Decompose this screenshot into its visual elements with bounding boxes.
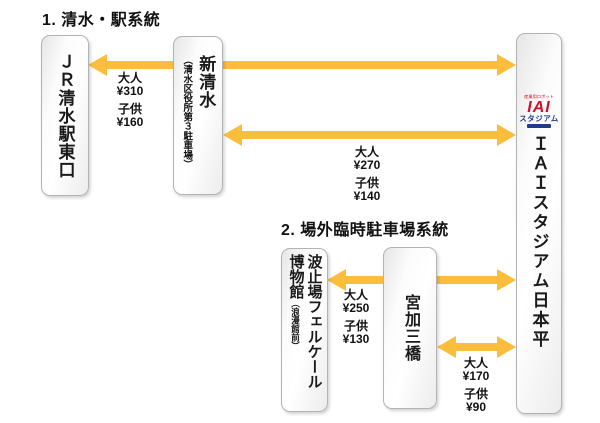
- stop-label: ＪＲ清水駅東口: [55, 52, 75, 179]
- route-arrow-miyakami-iai: [437, 336, 516, 358]
- fare-child-price: ¥130: [342, 332, 370, 346]
- fare-miyakami-iai: 大人 ¥170 子供 ¥90: [446, 357, 506, 414]
- right-arrowhead-icon: [497, 54, 516, 76]
- stop-iai-stadium: 産業用ロボット IAI スタジアム ＩＡＩスタジアム日本平: [516, 33, 562, 414]
- fare-adult-label: 大人: [463, 356, 488, 370]
- route-arrow-shinshimizu-iai: [223, 124, 516, 146]
- section2-title: 2. 場外臨時駐車場系統: [281, 222, 449, 239]
- fare-child-price: ¥140: [353, 189, 381, 203]
- right-arrowhead-icon: [497, 336, 516, 358]
- fare-child-label: 子供: [463, 387, 488, 401]
- stop-label: 宮加三橋: [402, 294, 419, 362]
- right-arrowhead-icon: [497, 124, 516, 146]
- fare-museum-miyakami: 大人 ¥250 子供 ¥130: [326, 289, 386, 346]
- stop-shin-shimizu: 新清水 （清水区役所第３駐車場）: [173, 36, 223, 195]
- arrow-shaft: [238, 131, 501, 139]
- stop-label: ＩＡＩスタジアム日本平: [529, 135, 549, 350]
- stop-verkehr-museum: 波止場フェルケール 博物館（浪漫館前）: [281, 248, 328, 412]
- stop-label-line1: 波止場フェルケール: [305, 254, 323, 389]
- section1-title: 1. 清水・駅系統: [42, 12, 161, 29]
- fare-child-label: 子供: [117, 102, 142, 116]
- route-arrow-jr-iai: [88, 54, 516, 76]
- logo-badge-bar: [527, 124, 551, 128]
- fare-adult-label: 大人: [343, 288, 368, 302]
- left-arrowhead-icon: [88, 54, 107, 76]
- arrow-shaft: [452, 343, 501, 351]
- stop-sublabel: （浪漫館前）: [290, 299, 301, 350]
- arrow-shaft: [103, 61, 501, 69]
- right-arrowhead-icon: [497, 269, 516, 291]
- logo-brand: IAI: [527, 99, 551, 116]
- logo-tagline: 産業用ロボット: [524, 94, 554, 100]
- left-arrowhead-icon: [327, 269, 346, 291]
- stop-label: 新清水: [196, 55, 216, 109]
- fare-child-label: 子供: [354, 176, 379, 190]
- stop-jr-shimizu-east: ＪＲ清水駅東口: [41, 35, 89, 196]
- fare-jr-shinshimizu: 大人 ¥310 子供 ¥160: [100, 72, 160, 129]
- stop-miyakami-bridge: 宮加三橋: [383, 247, 437, 409]
- iai-stadium-logo: 産業用ロボット IAI スタジアム: [518, 95, 560, 128]
- stop-sublabel: （清水区役所第３駐車場）: [181, 55, 193, 169]
- logo-subtitle: スタジアム: [519, 114, 559, 123]
- fare-adult-label: 大人: [354, 145, 379, 159]
- fare-child-price: ¥90: [465, 400, 487, 414]
- stop-label-line2: 博物館: [287, 254, 305, 299]
- fare-shinshimizu-iai: 大人 ¥270 子供 ¥140: [337, 146, 397, 203]
- fare-adult-price: ¥270: [353, 158, 381, 172]
- fare-child-price: ¥160: [116, 115, 144, 129]
- left-arrowhead-icon: [223, 124, 242, 146]
- fare-adult-price: ¥310: [116, 84, 144, 98]
- fare-child-label: 子供: [343, 319, 368, 333]
- fare-adult-label: 大人: [117, 71, 142, 85]
- fare-adult-price: ¥170: [462, 369, 490, 383]
- stop-label-line2-col: 博物館（浪漫館前）: [287, 254, 305, 350]
- left-arrowhead-icon: [437, 336, 456, 358]
- fare-adult-price: ¥250: [342, 301, 370, 315]
